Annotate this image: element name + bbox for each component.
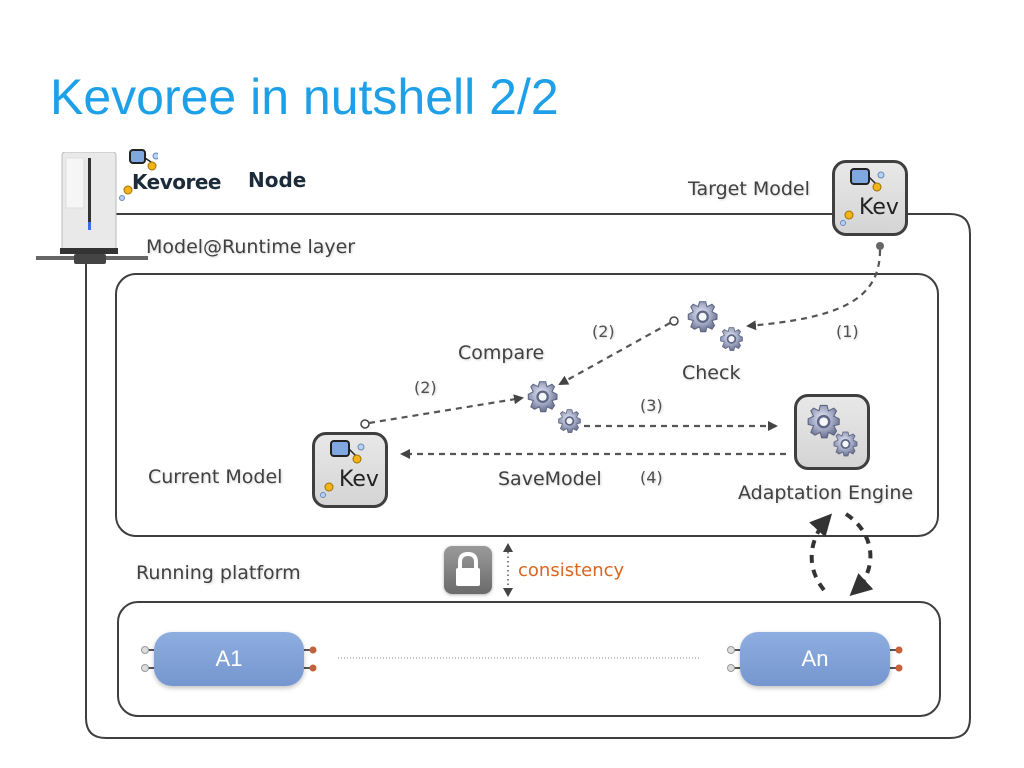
kevoree-logo-text: Kevoree bbox=[132, 170, 221, 194]
component-an[interactable]: An bbox=[726, 632, 906, 686]
target-model-label: Target Model bbox=[688, 178, 810, 200]
layer-label: Model@Runtime layer bbox=[146, 236, 356, 258]
server-icon bbox=[36, 151, 148, 268]
current-model-label: Current Model bbox=[148, 466, 283, 488]
cycle-arrow-down bbox=[844, 512, 874, 597]
save-model-label: SaveModel bbox=[498, 468, 602, 490]
check-gear-icon bbox=[687, 301, 718, 333]
target-model-icon-text: Kev bbox=[859, 195, 899, 220]
platform-box bbox=[117, 601, 941, 717]
component-a1-label: A1 bbox=[154, 632, 304, 686]
compare-gear-icon bbox=[527, 381, 558, 413]
component-a1[interactable]: A1 bbox=[140, 632, 320, 686]
target-model-icon[interactable]: Kev bbox=[832, 160, 908, 236]
adaptation-engine-icon[interactable] bbox=[794, 394, 870, 470]
step1-label: (1) bbox=[836, 322, 859, 341]
kevoree-logo: Kevoree bbox=[118, 148, 238, 204]
current-model-icon-text: Kev bbox=[339, 467, 379, 492]
check-label: Check bbox=[682, 362, 741, 384]
step4-label: (4) bbox=[640, 468, 663, 487]
slide-title: Kevoree in nutshell 2/2 bbox=[50, 69, 559, 125]
step2-check-label: (2) bbox=[592, 322, 615, 341]
current-model-icon[interactable]: Kev bbox=[312, 432, 388, 508]
component-an-label: An bbox=[740, 632, 890, 686]
arrow-step2-current-compare bbox=[368, 394, 524, 425]
runtime-layer-box bbox=[115, 273, 939, 537]
arrow-step1 bbox=[746, 249, 882, 331]
compare-label: Compare bbox=[458, 342, 545, 364]
arrow-step2-check-compare bbox=[558, 322, 671, 385]
adaptation-engine-label: Adaptation Engine bbox=[738, 482, 914, 504]
node-label: Node bbox=[248, 168, 307, 192]
platform-label: Running platform bbox=[136, 562, 301, 584]
cycle-arrow-up bbox=[809, 513, 833, 592]
lock-icon bbox=[444, 546, 492, 594]
step3-label: (3) bbox=[640, 396, 663, 415]
step2-current-label: (2) bbox=[414, 378, 437, 397]
consistency-label: consistency bbox=[518, 560, 625, 581]
